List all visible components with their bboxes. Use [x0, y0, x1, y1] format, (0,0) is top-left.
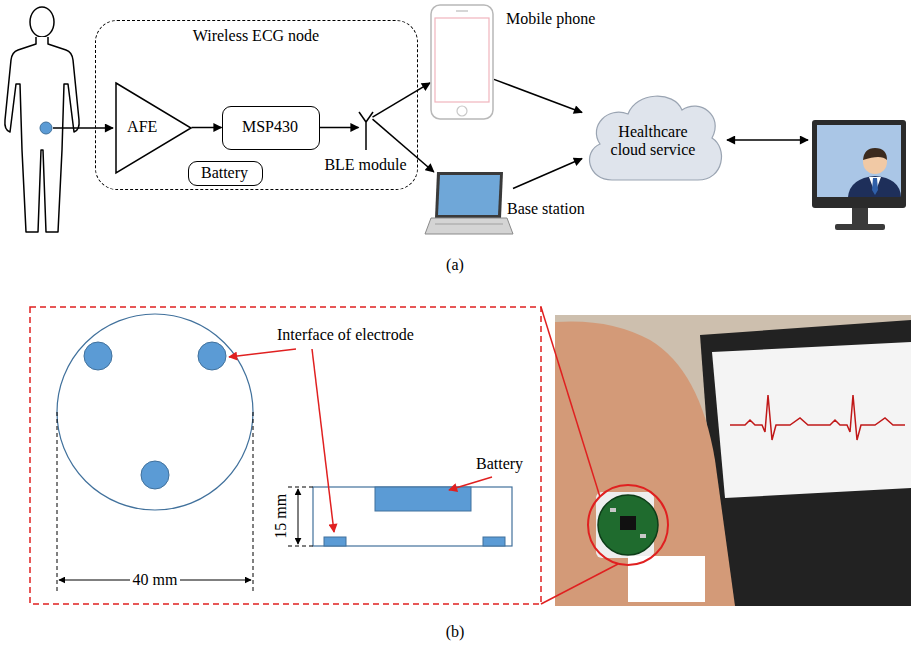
panel-letter: (b) — [446, 623, 465, 641]
doctor-hair — [863, 148, 887, 160]
electrode-pad — [324, 537, 346, 546]
electrode-pad — [198, 342, 226, 370]
doctor-tie — [872, 178, 878, 195]
mcu-box: MSP430 — [222, 106, 320, 150]
node-side-view — [313, 487, 512, 546]
electrode-pad — [84, 342, 112, 370]
amplifier-triangle — [116, 83, 191, 173]
antenna-stem — [365, 121, 367, 150]
node-label: Mobile phone — [506, 10, 595, 28]
laptop-base — [425, 218, 513, 234]
node-label: AFE — [127, 118, 157, 136]
node-label: BLE module — [324, 156, 406, 174]
doctor-suit — [848, 176, 901, 197]
laptop-lid — [435, 172, 503, 218]
laptop-icon: Base station — [425, 172, 513, 238]
node-label: Healthcare cloud service — [601, 123, 705, 160]
dimension-extension — [253, 412, 254, 592]
connector-arrow — [513, 159, 582, 189]
signal-arrow — [53, 127, 113, 129]
dimension-extension — [288, 487, 313, 488]
leader-arrow — [229, 349, 296, 357]
ecg-node-boundary: AFEMSP430BLE moduleBatteryWireless ECG n… — [95, 20, 418, 190]
electrode-pad — [141, 461, 169, 489]
node-label: Wireless ECG node — [193, 27, 319, 45]
callout-label: Battery — [476, 455, 523, 473]
monitor-screen — [817, 125, 901, 197]
connector-arrow — [320, 127, 359, 129]
zoom-frame — [30, 307, 541, 604]
node-top-view — [57, 314, 253, 510]
dimension-label: 40 mm — [130, 571, 181, 589]
laptop-screen — [712, 342, 911, 498]
zoom-line — [541, 564, 618, 604]
phone-screen — [435, 18, 489, 102]
dimension-extension — [288, 546, 313, 547]
ecg-device — [598, 495, 658, 555]
data-arrow — [727, 139, 808, 141]
connector-arrow — [494, 79, 582, 112]
antenna-arm — [366, 112, 373, 122]
human-head — [30, 7, 54, 37]
node-outline — [425, 172, 513, 238]
leader-arrow — [449, 477, 492, 490]
battery-box: Battery — [188, 161, 263, 185]
leader-arrow — [312, 349, 334, 532]
cloud-shape: Healthcare cloud service — [582, 88, 724, 186]
node-outline — [430, 4, 494, 120]
zoom-line — [541, 307, 600, 497]
connector-arrow — [373, 83, 431, 117]
monitor-icon — [812, 120, 906, 230]
component — [640, 534, 646, 538]
node-label: MSP430 — [242, 118, 298, 136]
skin-shoulder — [555, 321, 735, 606]
laptop-lid — [700, 320, 911, 606]
laptop-keyboard — [435, 224, 503, 225]
phone-button — [457, 106, 467, 116]
component — [610, 508, 616, 512]
photo-background — [555, 315, 911, 606]
panel-letter: (a) — [446, 256, 464, 274]
node-label: Base station — [507, 200, 585, 218]
laptop-screen — [438, 175, 500, 215]
phone-speaker — [456, 10, 468, 12]
human-figure — [5, 7, 79, 232]
dimension-extension — [57, 412, 58, 592]
monitor-base — [835, 224, 885, 230]
node-label: Battery — [201, 164, 248, 182]
connector-arrow — [192, 127, 222, 129]
human-body — [5, 37, 79, 232]
phone-body — [431, 5, 493, 119]
electrode-dot — [40, 122, 52, 134]
ecg-trace — [730, 395, 905, 440]
battery-block — [375, 487, 471, 511]
monitor-stand — [852, 208, 868, 224]
photo — [555, 315, 911, 606]
afe-triangle: AFE — [115, 82, 192, 174]
antenna-arm — [359, 112, 366, 122]
dimension-label: 15 mm — [272, 491, 290, 542]
electrode-pad — [483, 537, 505, 546]
dimension-line — [298, 489, 299, 544]
node-outline — [359, 112, 373, 150]
callout-label: Interface of electrode — [277, 326, 414, 344]
monitor-frame — [812, 120, 906, 208]
cloud-outline — [590, 96, 722, 180]
phone-icon: Mobile phone — [430, 4, 494, 120]
antenna-symbol: BLE module — [359, 112, 373, 150]
chip — [620, 516, 636, 530]
